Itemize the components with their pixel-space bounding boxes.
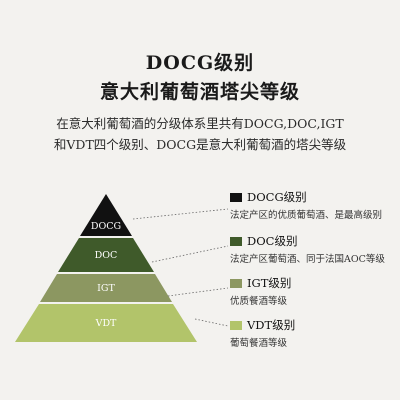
title-line-2: 意大利葡萄酒塔尖等级 [99, 81, 300, 103]
connector-igt [167, 287, 229, 297]
legend-item-doc: DOC级别 法定产区葡萄酒、同于法国AOC等级 [230, 234, 385, 265]
title-line-1: DOCG级别 [145, 52, 255, 74]
legend-title-igt: IGT级别 [247, 276, 292, 290]
legend-title-vdt: VDT级别 [247, 318, 296, 332]
pyramid-tier-igt [40, 274, 172, 302]
legend-title-doc: DOC级别 [247, 234, 298, 248]
legend-desc-igt: 优质餐酒等级 [230, 296, 288, 307]
legend-item-igt: IGT级别 优质餐酒等级 [230, 276, 291, 307]
legend-item-docg: DOCG级别 法定产区的优质葡萄酒、是最高级别 [230, 190, 382, 221]
legend-swatch-docg [230, 192, 242, 202]
legend-item-vdt: VDT级别 葡萄餐酒等级 [230, 318, 295, 349]
pyramid-label-doc: DOC [95, 250, 118, 261]
intro-line-1: 在意大利葡萄酒的分级体系里共有DOCG,DOC,IGT [56, 116, 344, 131]
pyramid-tier-doc [58, 238, 154, 272]
legend-swatch-vdt [230, 320, 242, 330]
connector-doc [151, 245, 229, 263]
connector-vdt [194, 318, 229, 327]
intro-line-2: 和VDT四个级别、DOCG是意大利葡萄酒的塔尖等级 [53, 137, 347, 152]
legend-desc-docg: 法定产区的优质葡萄酒、是最高级别 [230, 210, 383, 221]
pyramid-label-vdt: VDT [95, 318, 117, 329]
legend-desc-vdt: 葡萄餐酒等级 [230, 338, 288, 349]
pyramid-label-igt: IGT [97, 283, 115, 294]
legend-swatch-doc [230, 236, 242, 246]
pyramid-tier-vdt [15, 304, 197, 342]
connector-docg [132, 208, 229, 220]
legend-desc-doc: 法定产区葡萄酒、同于法国AOC等级 [230, 254, 385, 265]
legend-title-docg: DOCG级别 [247, 190, 307, 204]
pyramid-tier-docg [80, 194, 132, 236]
legend-swatch-igt [230, 278, 242, 288]
pyramid-label-docg: DOCG [91, 221, 121, 232]
